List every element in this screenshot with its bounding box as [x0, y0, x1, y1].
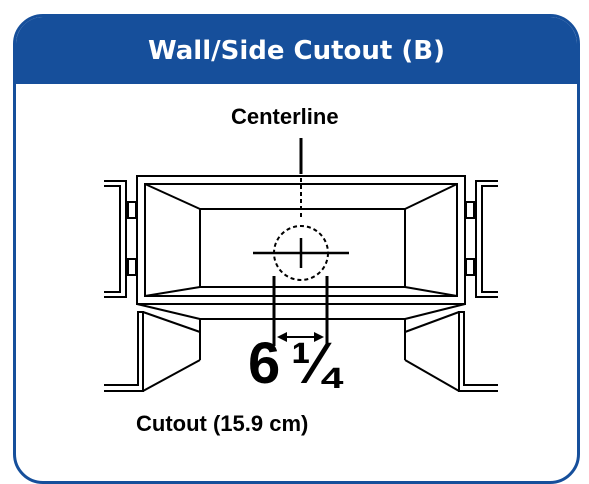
appliance-box-inner [144, 183, 458, 297]
centerline-label: Centerline [231, 104, 339, 129]
right-cabinet-upper [475, 180, 498, 298]
cutout-label: Cutout (15.9 cm) [136, 411, 309, 436]
right-hinge-bottom [465, 258, 475, 276]
dimension-whole: 6 [248, 331, 281, 396]
left-hinge-top [127, 201, 137, 219]
left-hinge-bottom [127, 258, 137, 276]
cutout-card: Wall/Side Cutout (B) [13, 14, 580, 484]
cutout-back-panel [199, 208, 406, 288]
cutout-diagram [104, 138, 498, 392]
right-cabinet-lower [458, 311, 498, 392]
dimension-fraction: ¼ [291, 331, 340, 396]
card-header: Wall/Side Cutout (B) [16, 17, 577, 84]
right-hinge-top [465, 201, 475, 219]
dimension-arrowhead-left [277, 332, 287, 342]
left-cabinet-upper [104, 180, 127, 298]
card-title: Wall/Side Cutout (B) [147, 35, 445, 66]
appliance-box-outer [136, 175, 466, 305]
left-cabinet-lower [104, 311, 144, 392]
dimension-arrowhead-right [314, 332, 324, 342]
